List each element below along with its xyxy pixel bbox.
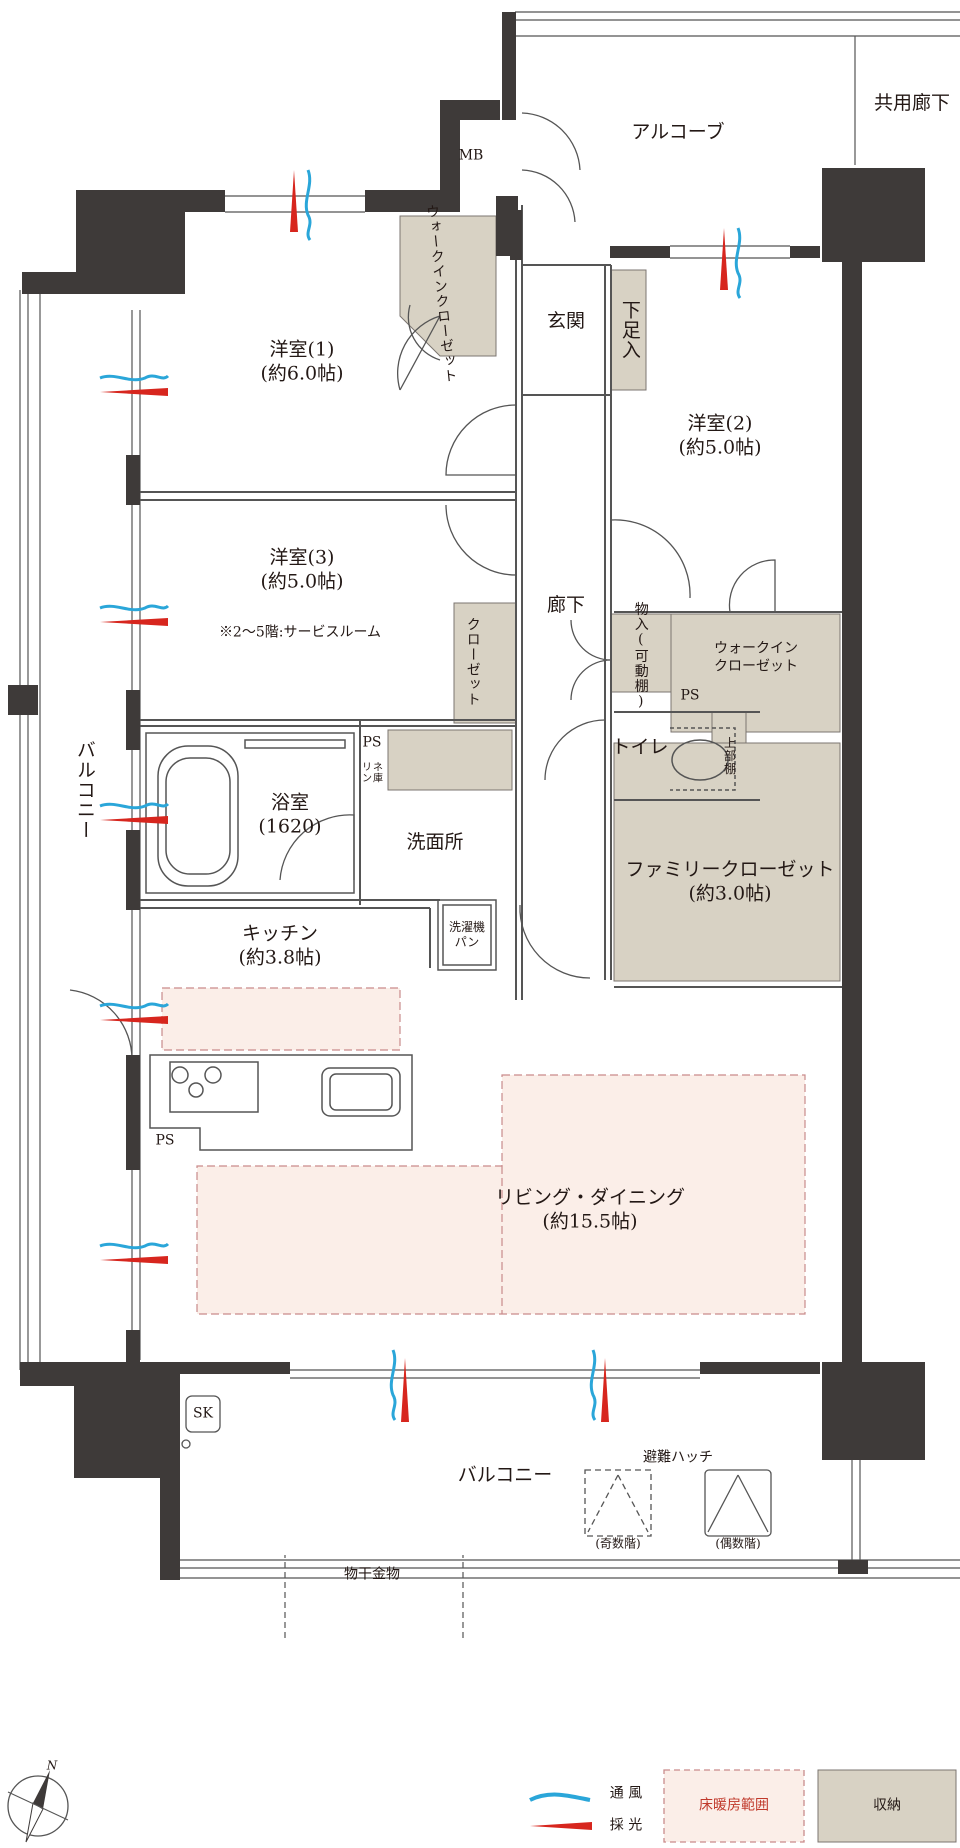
room-washroom: 洗面所 <box>406 831 464 854</box>
closet-3 <box>453 602 517 724</box>
legend-floor-heating-label: 床暖房範囲 <box>699 1797 769 1814</box>
washer-pan <box>437 899 497 971</box>
kitchen-size: (約3.8帖) <box>238 946 322 968</box>
kitchen-name: キッチン <box>241 922 319 945</box>
washer-line1: 洗濯機 <box>448 920 486 934</box>
bathtub <box>145 732 355 894</box>
living-size: (約15.5帖) <box>542 1210 638 1232</box>
legend-ventilation-label: 通 風 <box>609 1785 643 1802</box>
western1-name: 洋室(1) <box>269 338 335 361</box>
walk-in-closet-1 <box>399 215 497 357</box>
family-closet-name: ファミリークローゼット <box>625 858 835 881</box>
western3-note: ※2～5階:サービスルーム <box>218 624 382 641</box>
room-toilet: トイレ <box>611 736 669 759</box>
family-closet-area <box>613 742 841 982</box>
legend-storage-label: 収納 <box>873 1797 901 1814</box>
wic2-line1: ウォークイン <box>714 640 798 657</box>
western3-name: 洋室(3) <box>269 546 335 569</box>
movable-shelf-label: 物入(可動棚) <box>632 601 649 711</box>
linen-label: リネン庫 <box>362 762 384 784</box>
movable-shelf-storage <box>610 613 672 693</box>
interior-walls <box>132 205 845 1000</box>
room-family-closet: ファミリークローゼット (約3.0帖) <box>625 858 834 906</box>
shoe-cabinet-label: 下足入 <box>618 300 641 360</box>
shoe-cabinet <box>610 269 647 391</box>
compass-icon <box>7 1770 69 1843</box>
room-entrance: 玄関 <box>546 310 586 333</box>
legend-graphics <box>529 1769 957 1843</box>
wic2-label: ウォークイン クローゼット <box>714 641 798 676</box>
ventilation-markers <box>99 169 742 1422</box>
area-common-corridor: 共用廊下 <box>873 92 951 115</box>
mb-label: MB <box>458 147 484 164</box>
hatch-odd-label: (奇数階) <box>595 1536 641 1551</box>
washer-label: 洗濯機 パン <box>449 920 485 950</box>
room-kitchen: キッチン (約3.8帖) <box>238 922 321 970</box>
kitchen-heating <box>161 987 401 1051</box>
area-alcove: アルコーブ <box>631 121 725 144</box>
door-swings <box>69 112 776 1061</box>
western2-name: 洋室(2) <box>687 412 753 435</box>
room-bath: 浴室 (1620) <box>258 791 321 839</box>
hatch-label: 避難ハッチ <box>643 1449 713 1466</box>
room-western3: 洋室(3) (約5.0帖) <box>260 546 343 594</box>
floor-heating-areas <box>161 987 806 1315</box>
structural-walls <box>8 12 925 1580</box>
bath-name: 浴室 <box>270 791 309 814</box>
sk-sink <box>181 1395 221 1449</box>
wic2-line2: クローゼット <box>714 658 798 674</box>
balcony-west-label: バルコニー <box>73 740 96 840</box>
room-living: リビング・ダイニング (約15.5帖) <box>495 1186 685 1234</box>
linen-storage <box>387 729 513 791</box>
daylight-legend-icon <box>530 1822 592 1830</box>
room-western2: 洋室(2) (約5.0帖) <box>678 412 761 460</box>
upper-shelf-label: 上部棚 <box>722 736 737 776</box>
kitchen-counter <box>149 1054 413 1151</box>
ventilation-legend-icon <box>529 1792 591 1802</box>
toilet-fixture <box>670 727 736 791</box>
western1-size: (約6.0帖) <box>260 362 344 384</box>
compass-north-label: N <box>46 1758 58 1773</box>
ps-label-bath: PS <box>362 734 382 751</box>
balcony-rails <box>19 11 960 1638</box>
floor-heating-legend-box <box>663 1769 805 1843</box>
wic1-label: ウォークインクローゼット <box>423 203 459 385</box>
ps-label-kitchen: PS <box>155 1132 175 1149</box>
room-western1: 洋室(1) (約6.0帖) <box>260 338 343 386</box>
ps-label-toilet: PS <box>680 687 700 704</box>
western2-size: (約5.0帖) <box>678 436 762 458</box>
closet3-label: クローゼット <box>464 617 481 707</box>
sk-label: SK <box>192 1405 214 1422</box>
escape-hatches <box>584 1469 772 1537</box>
western3-size: (約5.0帖) <box>260 570 344 592</box>
hatch-even-label: (偶数階) <box>715 1536 761 1551</box>
balcony-south-label: バルコニー <box>457 1464 553 1487</box>
family-closet-size: (約3.0帖) <box>688 882 772 904</box>
living-name: リビング・ダイニング <box>494 1186 686 1209</box>
legend-daylight-label: 採 光 <box>609 1817 643 1834</box>
washer-line2: パン <box>454 935 480 949</box>
room-hallway: 廊下 <box>546 594 586 617</box>
laundry-pole-label: 物干金物 <box>344 1566 400 1583</box>
bath-size: (1620) <box>258 815 322 837</box>
storage-legend-box <box>817 1769 957 1843</box>
